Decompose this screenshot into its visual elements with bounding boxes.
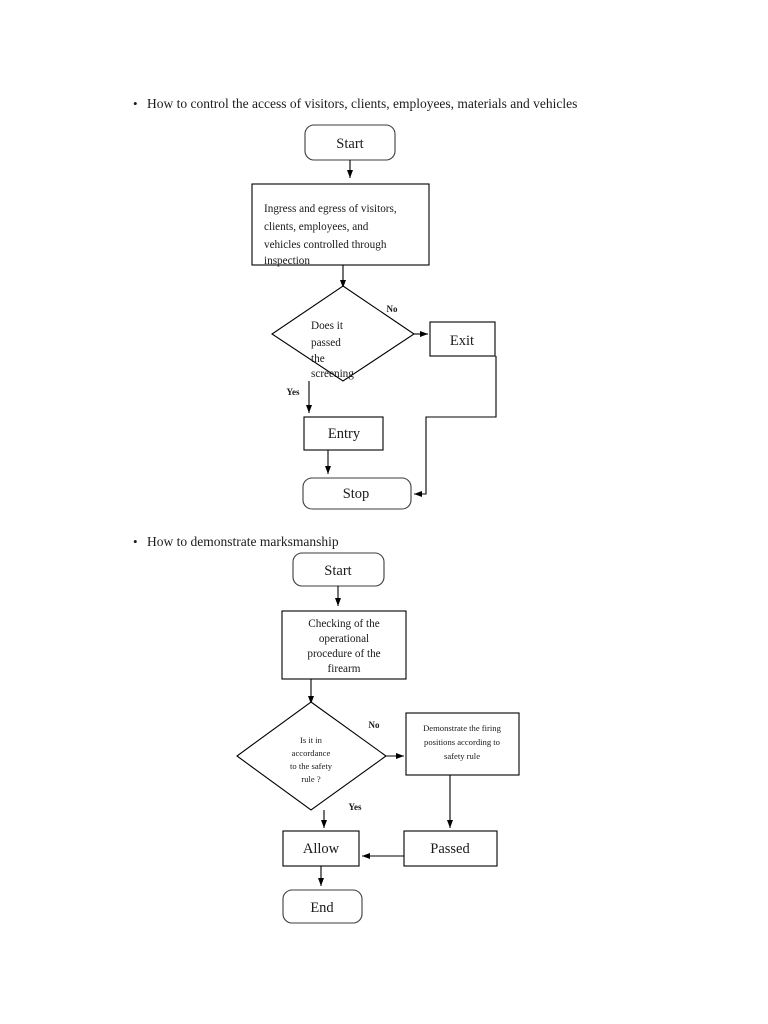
node-passed-2-label: Passed xyxy=(430,841,470,857)
bullet-item-access-control: • How to control the access of visitors,… xyxy=(133,96,577,112)
node-entry-1[interactable] xyxy=(303,416,384,451)
node-demonstrate-2-line-2: positions according to xyxy=(424,737,500,747)
node-process-1-line-2: clients, employees, and xyxy=(264,221,369,233)
edge-label-no-2: No xyxy=(369,720,380,730)
edge-label-yes-1: Yes xyxy=(287,387,300,397)
node-process-1-line-4: inspection xyxy=(264,255,310,267)
node-stop-1-label: Stop xyxy=(343,486,370,502)
node-demonstrate-2-line-1: Demonstrate the firing xyxy=(423,723,502,733)
node-process-2-line-1: Checking of the xyxy=(308,618,379,630)
node-decision-2-line-1: Is it in xyxy=(300,735,323,745)
node-process-2-line-2: operational xyxy=(319,633,369,645)
flowchart-marksmanship: Start Checking of the operational proced… xyxy=(236,552,520,924)
edge-label-no-1: No xyxy=(387,304,398,314)
node-process-2-line-4: firearm xyxy=(328,663,361,675)
node-process-1-line-1: Ingress and egress of visitors, xyxy=(264,203,397,215)
node-start-2-label: Start xyxy=(324,563,351,579)
node-stop-1[interactable] xyxy=(302,477,412,510)
flowchart-access-control: Start Ingress and egress of visitors, cl… xyxy=(251,124,497,510)
node-demonstrate-2-line-3: safety rule xyxy=(444,751,480,761)
node-decision-2-line-3: to the safety xyxy=(290,761,333,771)
node-decision-2-line-2: accordance xyxy=(292,748,331,758)
node-end-2-label: End xyxy=(310,900,334,916)
node-entry-1-label: Entry xyxy=(328,426,361,442)
edge-label-yes-2: Yes xyxy=(349,802,362,812)
node-decision-1[interactable] xyxy=(271,285,415,382)
node-exit-1-label: Exit xyxy=(450,333,474,349)
node-decision-2-line-4: rule ? xyxy=(301,774,321,784)
node-process-1-line-3: vehicles controlled through xyxy=(264,239,387,251)
bullet-marker-icon: • xyxy=(133,96,138,111)
node-process-2[interactable] xyxy=(281,610,407,680)
node-process-2-line-3: procedure of the xyxy=(307,648,380,660)
node-decision-2[interactable] xyxy=(236,701,387,811)
node-allow-2-label: Allow xyxy=(303,841,340,857)
bullet-text: How to demonstrate marksmanship xyxy=(147,534,339,549)
node-end-2[interactable] xyxy=(282,889,363,924)
node-decision-1-line-1: Does it xyxy=(311,320,344,332)
node-decision-1-line-2: passed xyxy=(311,337,341,349)
bullet-marker-icon: • xyxy=(133,534,138,549)
node-passed-2[interactable] xyxy=(403,830,498,867)
node-process-1[interactable] xyxy=(251,183,430,266)
bullet-text: How to control the access of visitors, c… xyxy=(147,96,578,111)
node-start-1-label: Start xyxy=(336,136,363,152)
edge-exit-to-stop-1 xyxy=(414,356,497,497)
node-allow-2[interactable] xyxy=(282,830,360,867)
node-decision-1-line-3: the xyxy=(311,353,325,365)
node-decision-1-line-4: screening xyxy=(311,368,354,380)
node-demonstrate-2[interactable] xyxy=(405,712,520,776)
node-exit-1[interactable] xyxy=(429,321,496,357)
bullet-item-marksmanship: • How to demonstrate marksmanship xyxy=(133,534,339,550)
